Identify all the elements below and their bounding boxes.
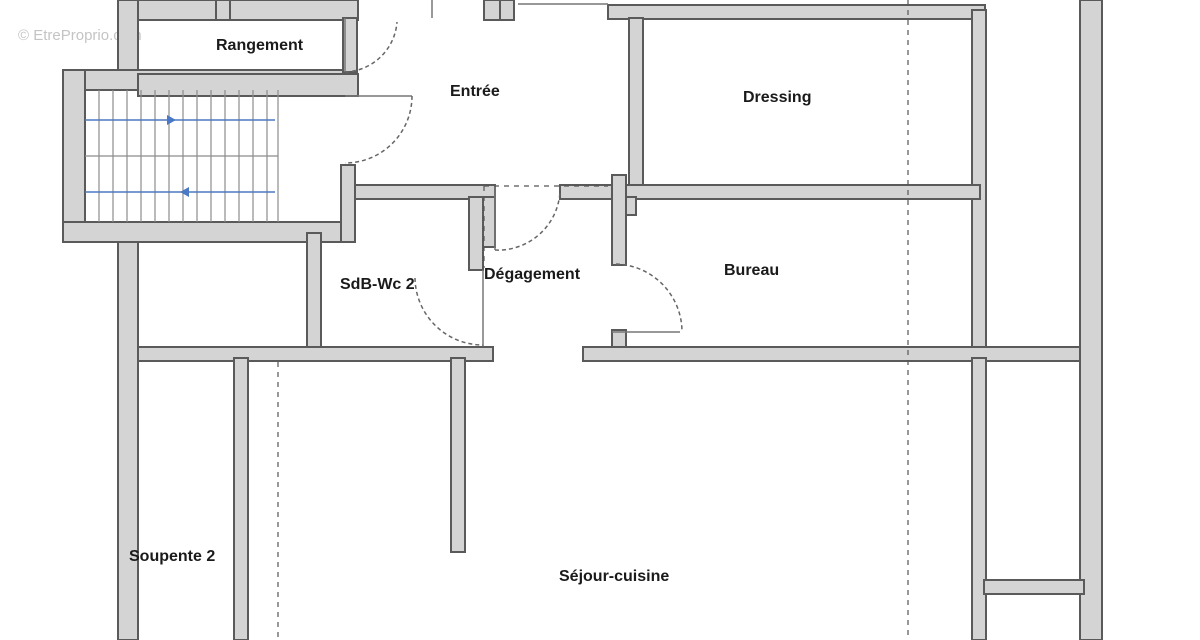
- wall-soupente-right: [233, 357, 249, 640]
- wall-left-outer: [117, 0, 139, 71]
- room-label-dressing: Dressing: [743, 89, 811, 106]
- wall-top-fragment-2: [499, 0, 515, 21]
- room-label-rangement: Rangement: [216, 37, 304, 54]
- wall-right-inner: [971, 357, 987, 640]
- wall-entree-dressing: [628, 17, 644, 197]
- door-swing-icon: [494, 185, 561, 251]
- room-label-sejour-cuisine: Séjour-cuisine: [559, 568, 669, 585]
- wall-degagement-left: [468, 196, 484, 271]
- door-swing-icon: [344, 95, 413, 164]
- wall-partition: [450, 357, 466, 553]
- wall-stair-left: [62, 69, 86, 243]
- room-label-entree: Entrée: [450, 83, 500, 100]
- wall-top-right: [607, 4, 986, 20]
- wall-rangement-bottom: [137, 73, 359, 97]
- stair-arrow-icon: [85, 115, 275, 125]
- wall-row-divider-right: [582, 346, 1084, 362]
- wall-bureau-corner: [625, 196, 637, 216]
- room-label-degagement: Dégagement: [484, 266, 581, 283]
- wall-top-left: [137, 0, 359, 21]
- walls: [62, 0, 1103, 640]
- wall-row-divider-left: [137, 346, 494, 362]
- door-swing-icon: [344, 18, 398, 73]
- room-label-bureau: Bureau: [724, 262, 779, 279]
- wall-dressing-bottom: [559, 184, 981, 200]
- watermark: © EtreProprio.com: [18, 27, 142, 44]
- wall-right-cupboard: [983, 579, 1085, 595]
- door-swing-icon: [612, 263, 683, 333]
- door-swing-icon: [414, 270, 484, 346]
- wall-bureau-left: [611, 174, 627, 266]
- wall-stair-right: [340, 164, 356, 243]
- wall-rangement-right: [342, 17, 358, 73]
- roof-slope-lines: [277, 0, 909, 640]
- doors: [344, 0, 683, 346]
- staircase: [85, 90, 279, 222]
- wall-left-lower: [117, 241, 139, 640]
- wall-top-fragment-1: [215, 0, 231, 21]
- room-label-sdb-wc2: SdB-Wc 2: [340, 276, 415, 293]
- room-label-soupente2: Soupente 2: [129, 548, 215, 565]
- stair-arrow-icon: [85, 187, 275, 197]
- wall-degagement-stub: [482, 196, 496, 248]
- wall-soupente-top: [306, 232, 322, 354]
- wall-right-outer: [1079, 0, 1103, 640]
